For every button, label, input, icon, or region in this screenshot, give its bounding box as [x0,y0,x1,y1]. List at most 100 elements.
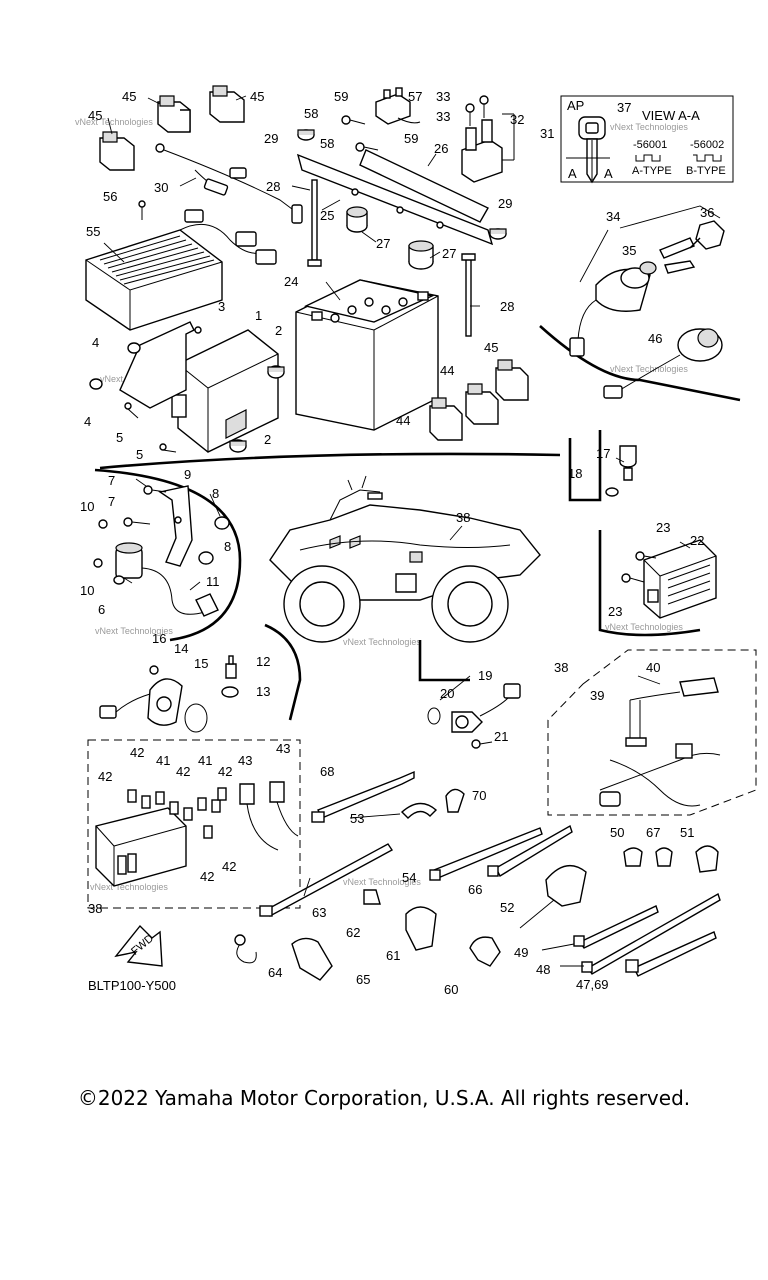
wire-lead-30 [155,143,303,224]
callout-27: 27 [442,246,456,261]
callout-32: 32 [510,112,524,127]
callout-44: 44 [440,363,454,378]
callout-45: 45 [88,108,102,123]
callout-38: 38 [554,660,568,675]
callout-43: 43 [238,753,252,768]
clamp-52 [545,864,587,907]
holder-65 [291,937,333,981]
callout-43: 43 [276,741,290,756]
clamp-67 [655,847,673,867]
sensor-14 [99,665,208,733]
callout-51: 51 [680,825,694,840]
callout-25: 25 [320,208,334,223]
view-ap-label: AP [567,98,584,113]
fasteners-2-4-5 [89,342,285,453]
view-code-a: -56001 [633,139,667,151]
view-code-b: -56002 [690,139,724,151]
callout-15: 15 [194,656,208,671]
leader-34 [579,205,721,283]
section-label-a-right: A [604,166,613,181]
ignition-coil-6 [113,542,219,617]
clamp-51 [695,845,719,873]
callout-40: 40 [646,660,660,675]
callout-67: 67 [646,825,660,840]
watermark: vNext Technologies [343,877,421,887]
watermark: vNext Technologies [605,622,683,632]
callout-5: 5 [136,447,143,462]
callout-10: 10 [80,583,94,598]
starter-relay-57 [375,87,421,125]
callout-65: 65 [356,972,370,987]
sensor-19 [427,683,521,749]
callout-49: 49 [514,945,528,960]
callout-60: 60 [444,982,458,997]
callout-59: 59 [404,131,418,146]
callout-58: 58 [320,136,334,151]
callout-28: 28 [500,299,514,314]
callout-42: 42 [176,764,190,779]
callout-16: 16 [152,631,166,646]
fuse-box-group [87,739,301,909]
callout-6: 6 [98,602,105,617]
callout-19: 19 [478,668,492,683]
relay-icon [495,359,529,401]
callout-68: 68 [320,764,334,779]
callout-27: 27 [376,236,390,251]
leader-38a [449,525,463,541]
callout-59: 59 [334,89,348,104]
callout-8: 8 [212,486,219,501]
callout-56: 56 [103,189,117,204]
callout-17: 17 [596,446,610,461]
callout-48: 48 [536,962,550,977]
callout-53: 53 [350,811,364,826]
callout-11: 11 [206,574,220,589]
clip-62 [363,889,381,905]
callout-4: 4 [92,335,99,350]
callout-1: 1 [255,308,262,323]
relay-44-45-group [429,359,529,441]
callout-50: 50 [610,825,624,840]
clamp-60 [469,936,501,967]
callout-33: 33 [436,109,450,124]
clamp-53 [400,802,438,819]
watermark: vNext Technologies [95,626,173,636]
bracket-3 [119,321,202,409]
cable-ties-clamps [234,770,721,981]
clip-64 [234,934,246,946]
callout-46: 46 [648,331,662,346]
clamp-50 [623,847,643,867]
callout-64: 64 [268,965,282,980]
view-type-b: B-TYPE [686,165,726,177]
callout-35: 35 [622,243,636,258]
callout-41: 41 [156,753,170,768]
key-set-36 [659,220,725,274]
ecu-55 [85,200,277,331]
callout-44: 44 [396,413,410,428]
callout-61: 61 [386,948,400,963]
callout-37: 37 [617,100,631,115]
callout-14: 14 [174,641,188,656]
leader-lines [103,153,691,967]
cable-tie-47-69 [633,931,717,977]
battery-bracket-25 [296,149,494,270]
relay-icon [99,131,135,171]
sensor-17 [605,445,637,497]
view-a-a-inset: AP 37 VIEW A-A -56001 -56002 A-TYPE B-TY… [560,95,734,184]
callout-42: 42 [130,745,144,760]
watermark: vNext Technologies [610,122,688,132]
watermark: vNext Technologies [610,364,688,374]
callout-2: 2 [264,432,271,447]
callout-7: 7 [108,473,115,488]
callout-52: 52 [500,900,514,915]
callout-63: 63 [312,905,326,920]
callout-42: 42 [200,869,214,884]
main-switch-35 [569,261,657,357]
battery-bolts-28 [307,179,476,337]
callout-20: 20 [440,686,454,701]
callout-57: 57 [408,89,422,104]
watermarks: vNext Technologies vNext Technologies vN… [75,117,688,892]
callout-66: 66 [468,882,482,897]
callout-70: 70 [472,788,486,803]
callout-39: 39 [590,688,604,703]
harness-detail-39 [547,649,757,816]
